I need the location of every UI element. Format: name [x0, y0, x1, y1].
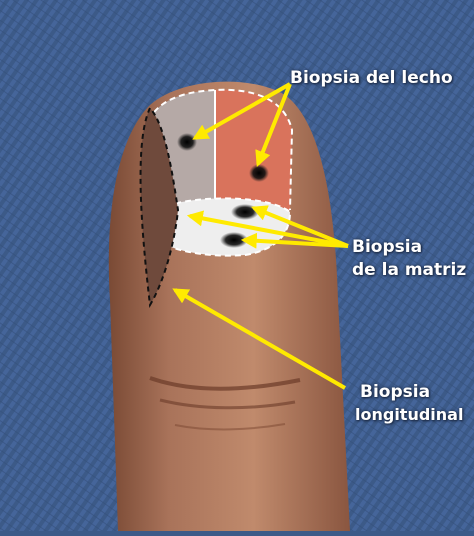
label-longitudinal-biopsy-line1: Biopsia	[360, 382, 430, 402]
pigment-spot	[249, 164, 269, 182]
pigment-spot	[220, 232, 248, 248]
label-nail-bed-biopsy: Biopsia del lecho	[290, 68, 453, 88]
label-longitudinal-biopsy-line2: longitudinal	[355, 405, 463, 425]
pigment-spot	[177, 133, 197, 151]
label-matrix-biopsy-line1: Biopsia	[352, 237, 422, 257]
label-matrix-biopsy-line2: de la matriz	[352, 260, 466, 280]
